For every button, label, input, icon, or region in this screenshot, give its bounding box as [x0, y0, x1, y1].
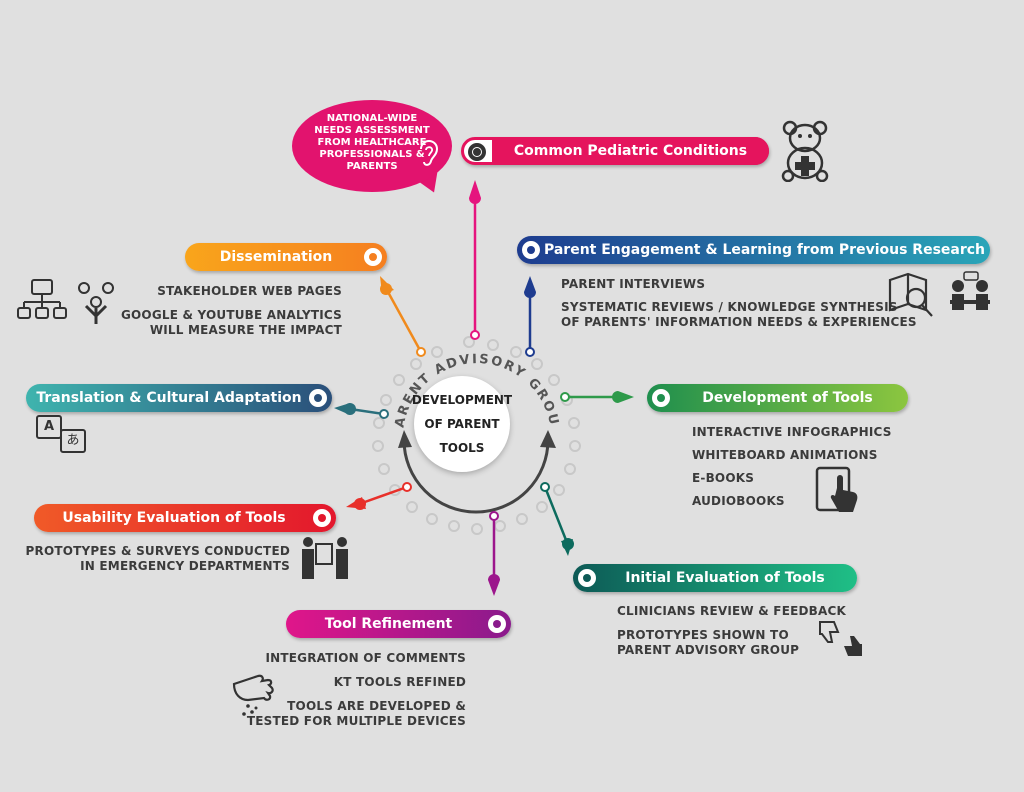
tablet-touch-icon	[815, 466, 858, 512]
node-parent-engagement: Parent Engagement & Learning from Previo…	[517, 236, 990, 264]
node-label: Parent Engagement & Learning from Previo…	[543, 242, 986, 258]
development-item: INTERACTIVE INFOGRAPHICS	[692, 425, 892, 439]
node-dot-icon	[313, 509, 331, 527]
node-label: Common Pediatric Conditions	[513, 143, 748, 159]
japanese-letter: あ	[60, 429, 86, 453]
hub-line: TOOLS	[439, 441, 485, 455]
hand-sprinkle-icon	[232, 674, 274, 716]
node-dot-icon	[652, 389, 670, 407]
center-hub: DEVELOPMENT OF PARENT TOOLS	[411, 376, 513, 472]
refinement-item: TOOLS ARE DEVELOPED &	[287, 699, 466, 713]
needs-assessment-bubble: NATIONAL-WIDE NEEDS ASSESSMENT FROM HEAL…	[292, 100, 452, 192]
dissemination-item: STAKEHOLDER WEB PAGES	[157, 284, 342, 298]
engagement-item: SYSTEMATIC REVIEWS / KNOWLEDGE SYNTHESIS	[561, 300, 898, 314]
research-meeting-icon	[888, 271, 990, 317]
engagement-item: PARENT INTERVIEWS	[561, 277, 706, 291]
bubble-line: PARENTS	[346, 161, 398, 172]
refinement-item: KT TOOLS REFINED	[333, 675, 466, 689]
node-label: Initial Evaluation of Tools	[625, 570, 825, 586]
initial-item: CLINICIANS REVIEW & FEEDBACK	[617, 604, 846, 618]
usability-item: IN EMERGENCY DEPARTMENTS	[80, 559, 290, 573]
node-dot-icon	[468, 143, 486, 161]
node-initial-evaluation: Initial Evaluation of Tools	[573, 564, 857, 592]
latin-letter: A	[36, 415, 62, 439]
node-common-pediatric-conditions: Common Pediatric Conditions	[461, 137, 769, 165]
arc-label: PARENT ADVISORY GROUP	[0, 0, 559, 429]
usability-item: PROTOTYPES & SURVEYS CONDUCTED	[25, 544, 290, 558]
node-dot-icon	[364, 248, 382, 266]
hub-line: OF PARENT	[424, 417, 500, 431]
dissemination-item: GOOGLE & YOUTUBE ANALYTICS	[120, 308, 342, 322]
node-dot-icon	[309, 389, 327, 407]
thumbs-up-down-icon	[819, 621, 862, 656]
engagement-item: OF PARENTS' INFORMATION NEEDS & EXPERIEN…	[561, 315, 917, 329]
refinement-item: TESTED FOR MULTIPLE DEVICES	[246, 714, 466, 728]
development-item: E-BOOKS	[692, 471, 755, 485]
hub-line: DEVELOPMENT	[411, 393, 513, 407]
development-item: WHITEBOARD ANIMATIONS	[692, 448, 878, 462]
node-dot-icon	[488, 615, 506, 633]
node-label: Translation & Cultural Adaptation	[36, 390, 302, 406]
bubble-line: NATIONAL-WIDE	[326, 113, 418, 124]
node-label: Dissemination	[219, 249, 333, 265]
network-sharing-icon	[17, 279, 114, 324]
teddy-bear-icon	[781, 120, 829, 182]
initial-item: PARENT ADVISORY GROUP	[617, 643, 800, 657]
node-dot-icon	[522, 241, 540, 259]
node-usability-evaluation: Usability Evaluation of Tools	[34, 504, 336, 532]
ear-icon	[420, 140, 439, 166]
node-tool-refinement: Tool Refinement	[286, 610, 511, 638]
node-label: Development of Tools	[702, 390, 873, 406]
translation-icon: A あ	[36, 415, 88, 453]
dissemination-item: WILL MEASURE THE IMPACT	[149, 323, 342, 337]
bubble-line: PROFESSIONALS &	[319, 149, 425, 160]
node-dissemination: Dissemination	[185, 243, 387, 271]
presentation-people-icon	[302, 537, 348, 579]
refinement-item: INTEGRATION OF COMMENTS	[265, 651, 466, 665]
node-label: Usability Evaluation of Tools	[62, 510, 286, 526]
node-label: Tool Refinement	[324, 616, 453, 632]
development-item: AUDIOBOOKS	[692, 494, 785, 508]
node-development-of-tools: Development of Tools	[647, 384, 908, 412]
initial-item: PROTOTYPES SHOWN TO	[617, 628, 789, 642]
svg-text:PARENT ADVISORY GROUP: PARENT ADVISORY GROUP	[0, 0, 561, 429]
bubble-line: FROM HEALTHCARE	[317, 137, 427, 148]
bubble-line: NEEDS ASSESSMENT	[314, 125, 430, 136]
node-dot-icon	[578, 569, 596, 587]
node-translation: Translation & Cultural Adaptation	[26, 384, 332, 412]
